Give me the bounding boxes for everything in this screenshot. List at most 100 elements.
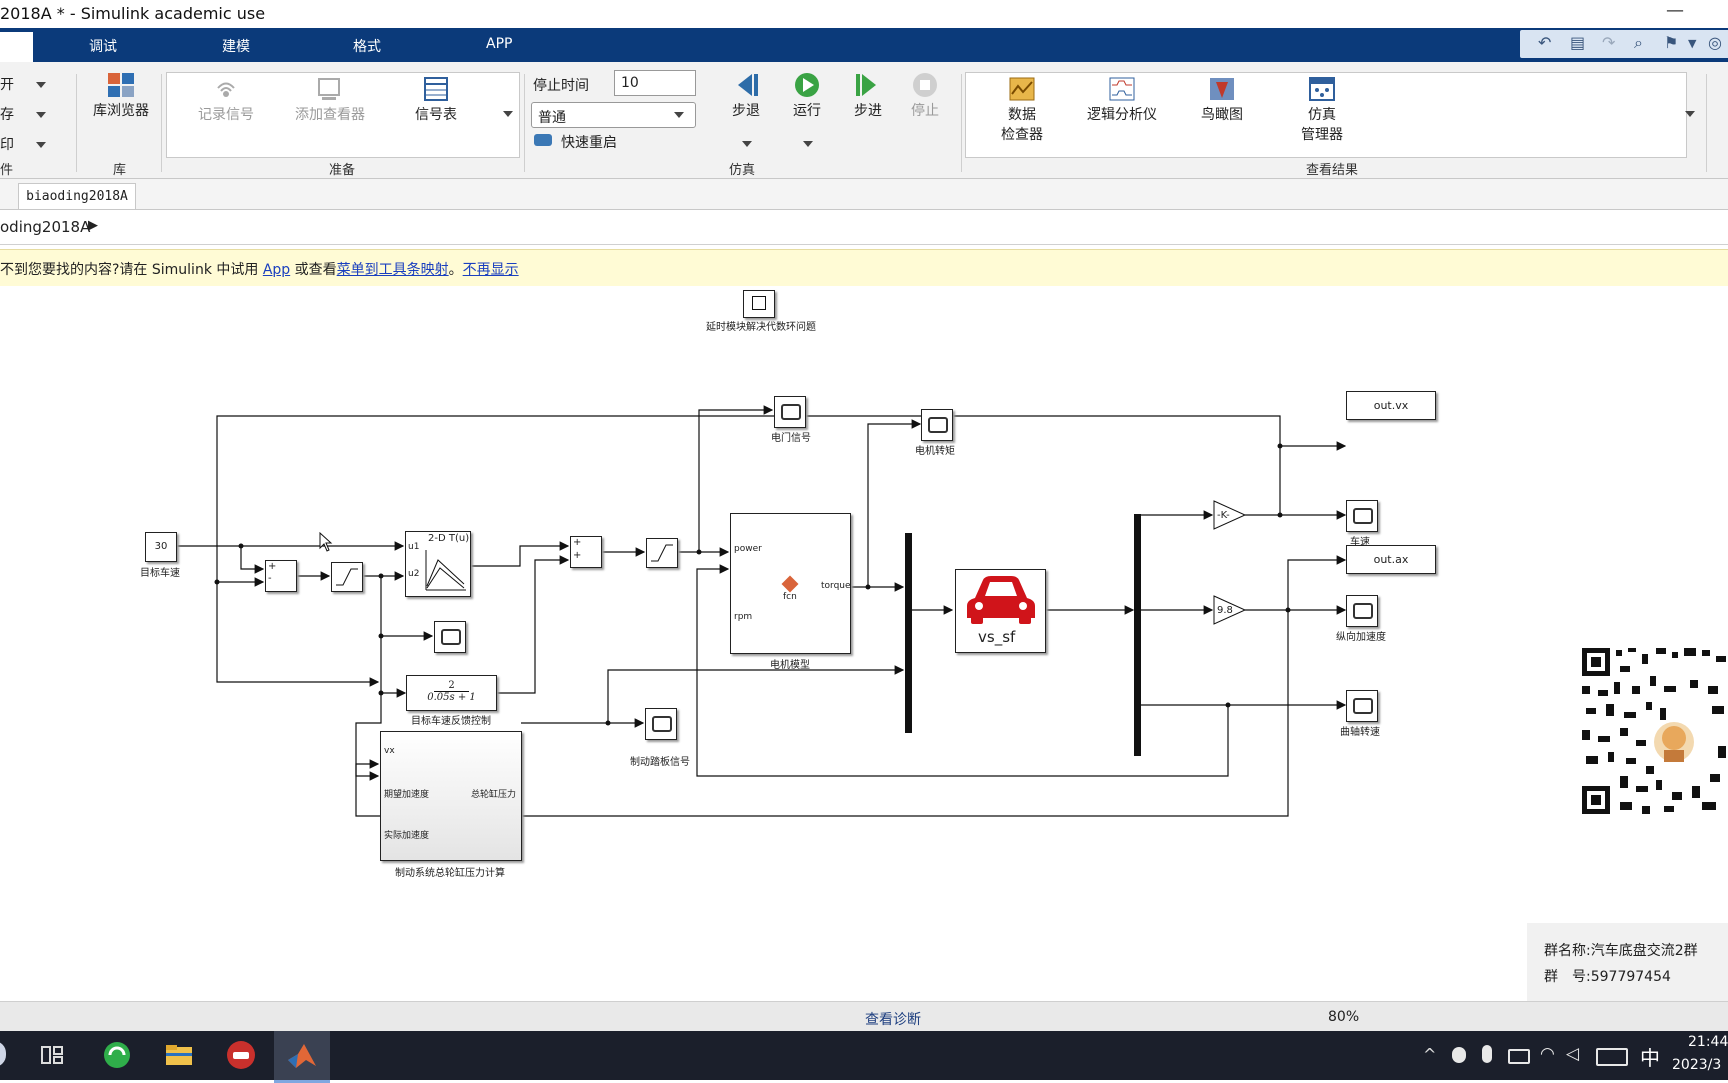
- step-forward-button[interactable]: 步进: [848, 72, 888, 120]
- library-browser-button[interactable]: 库浏览器: [90, 72, 152, 120]
- banner-link-dismiss[interactable]: 不再显示: [462, 262, 519, 278]
- ime-indicator[interactable]: 中: [1640, 1046, 1660, 1070]
- logic-analyzer-button[interactable]: 逻辑分析仪: [1080, 76, 1164, 124]
- print-button[interactable]: 印: [0, 137, 14, 153]
- viewer-icon: [318, 78, 340, 100]
- constant-block[interactable]: 30: [145, 532, 177, 562]
- file-explorer-icon[interactable]: [163, 1039, 195, 1071]
- banner-link-app[interactable]: App: [262, 262, 291, 278]
- run-button[interactable]: 运行: [787, 72, 827, 120]
- clock-time[interactable]: 21:44: [1688, 1034, 1728, 1050]
- matlab-taskbar-button[interactable]: [274, 1031, 330, 1083]
- gain-k-block[interactable]: [1213, 500, 1247, 530]
- open-button[interactable]: 开: [0, 77, 14, 93]
- saturation-block-2[interactable]: [646, 538, 678, 568]
- chevron-down-icon[interactable]: [1685, 111, 1695, 117]
- to-workspace-vx[interactable]: out.vx: [1346, 391, 1436, 420]
- chevron-down-icon[interactable]: ▼: [1688, 37, 1697, 50]
- save-icon[interactable]: ▤: [1570, 33, 1586, 52]
- banner-text-3: 。: [448, 262, 463, 278]
- vehicle-sfunction-block[interactable]: vs_sf: [955, 569, 1046, 653]
- demux-block[interactable]: [1134, 514, 1141, 756]
- lookup-table-2d-block[interactable]: 2-D T(u) u1 u2: [405, 531, 471, 597]
- mux-block[interactable]: [905, 533, 912, 733]
- log-signals-button[interactable]: 记录信号: [190, 76, 262, 124]
- motor-model-block[interactable]: power rpm torque fcn: [730, 513, 851, 654]
- breadcrumb-model[interactable]: oding2018A: [0, 218, 91, 236]
- brake-subsystem-block[interactable]: vx 期望加速度 实际加速度 总轮缸压力: [380, 731, 522, 861]
- minimize-button[interactable]: —: [1666, 0, 1684, 21]
- carsim-icon[interactable]: [225, 1039, 257, 1071]
- sum2-plus-sign-1: +: [573, 537, 582, 548]
- tab-modeling[interactable]: 建模: [222, 39, 250, 55]
- task-view-icon[interactable]: [36, 1039, 68, 1071]
- signal-table-button[interactable]: 信号表: [406, 76, 466, 124]
- clock-date[interactable]: 2023/3: [1672, 1057, 1722, 1073]
- brake-scope-label: 制动踏板信号: [630, 757, 690, 768]
- saturation-block[interactable]: [331, 562, 363, 592]
- run-label: 运行: [793, 103, 821, 119]
- tab-debug[interactable]: 调试: [89, 39, 117, 55]
- view-diagnostics-link[interactable]: 查看诊断: [865, 1012, 921, 1028]
- banner-link-menu-map[interactable]: 菜单到工具条映射: [336, 262, 449, 278]
- sim-manager-button[interactable]: 仿真 管理器: [1290, 76, 1354, 144]
- data-inspector-button[interactable]: 数据 检查器: [990, 76, 1054, 144]
- chevron-down-icon[interactable]: [36, 82, 46, 88]
- stop-time-input[interactable]: 10: [614, 70, 696, 96]
- zoom-icon[interactable]: ⌕: [1634, 33, 1643, 52]
- search-icon[interactable]: [0, 1041, 6, 1067]
- birds-eye-button[interactable]: 鸟瞰图: [1190, 76, 1254, 124]
- data-inspector-label-2: 检查器: [1001, 127, 1043, 143]
- breadcrumb-arrow-icon[interactable]: ▶: [88, 218, 98, 233]
- search-icon[interactable]: ◎: [1708, 33, 1722, 52]
- tab-apps[interactable]: APP: [486, 36, 513, 52]
- redo-icon[interactable]: ↷: [1602, 33, 1616, 52]
- sum-minus-sign: -: [268, 573, 272, 584]
- stop-icon: [913, 73, 937, 97]
- sim-mode-select[interactable]: 普通: [531, 102, 696, 128]
- scope-block[interactable]: [434, 621, 466, 653]
- prepare-gallery: [166, 72, 520, 158]
- throttle-scope-block[interactable]: [774, 396, 806, 428]
- tray-expand-icon[interactable]: ^: [1423, 1045, 1437, 1064]
- speed-scope-block[interactable]: [1346, 500, 1378, 532]
- fast-restart-icon[interactable]: [534, 134, 552, 146]
- ribbon-tab-bar: 调试 建模 格式 APP ↶ ▤ ↷ ⌕ ⚑ ▼ ◎: [0, 28, 1728, 62]
- torque-scope-block[interactable]: [921, 409, 953, 441]
- sum-block-2[interactable]: + +: [570, 536, 602, 568]
- model-tab[interactable]: biaoding2018A: [18, 183, 136, 209]
- accel-scope-block[interactable]: [1346, 595, 1378, 627]
- battery-icon[interactable]: [1508, 1049, 1530, 1064]
- volume-icon[interactable]: ◁: [1566, 1044, 1580, 1064]
- throttle-scope-label: 电门信号: [771, 433, 811, 444]
- tab-simulation[interactable]: [0, 32, 33, 62]
- table-icon: [424, 77, 448, 101]
- qq-tray-icon[interactable]: [1452, 1047, 1466, 1063]
- gain-98-block[interactable]: [1213, 595, 1247, 625]
- tab-format[interactable]: 格式: [353, 39, 381, 55]
- add-viewer-button[interactable]: 添加查看器: [290, 76, 370, 124]
- chevron-down-icon[interactable]: [36, 142, 46, 148]
- delay-block[interactable]: [743, 290, 775, 318]
- chevron-down-icon[interactable]: [803, 141, 813, 147]
- brake-scope-block[interactable]: [645, 708, 677, 740]
- brake-subsystem-label: 制动系统总轮缸压力计算: [395, 868, 505, 879]
- undo-icon[interactable]: ↶: [1538, 33, 1552, 52]
- keyboard-icon[interactable]: [1596, 1048, 1628, 1066]
- crank-scope-block[interactable]: [1346, 690, 1378, 722]
- chevron-down-icon[interactable]: [503, 111, 513, 117]
- browser-icon[interactable]: [101, 1039, 133, 1071]
- sum-block[interactable]: + -: [265, 560, 297, 592]
- model-canvas[interactable]: 延时模块解决代数环问题 30 目标车速 + - 2-D T(u) u1 u2 2…: [0, 286, 1728, 1006]
- save-button[interactable]: 存: [0, 107, 14, 123]
- microphone-icon[interactable]: [1482, 1045, 1492, 1063]
- help-icon[interactable]: ⚑: [1664, 33, 1679, 52]
- step-back-button[interactable]: 步退: [726, 72, 766, 120]
- chevron-down-icon[interactable]: [742, 141, 752, 147]
- transfer-fcn-block[interactable]: 2 0.05s + 1: [406, 675, 497, 711]
- stop-button[interactable]: 停止: [905, 72, 945, 120]
- fast-restart-label[interactable]: 快速重启: [561, 135, 617, 151]
- wifi-icon[interactable]: ◠: [1540, 1044, 1555, 1064]
- chevron-down-icon[interactable]: [36, 112, 46, 118]
- to-workspace-ax[interactable]: out.ax: [1346, 545, 1436, 574]
